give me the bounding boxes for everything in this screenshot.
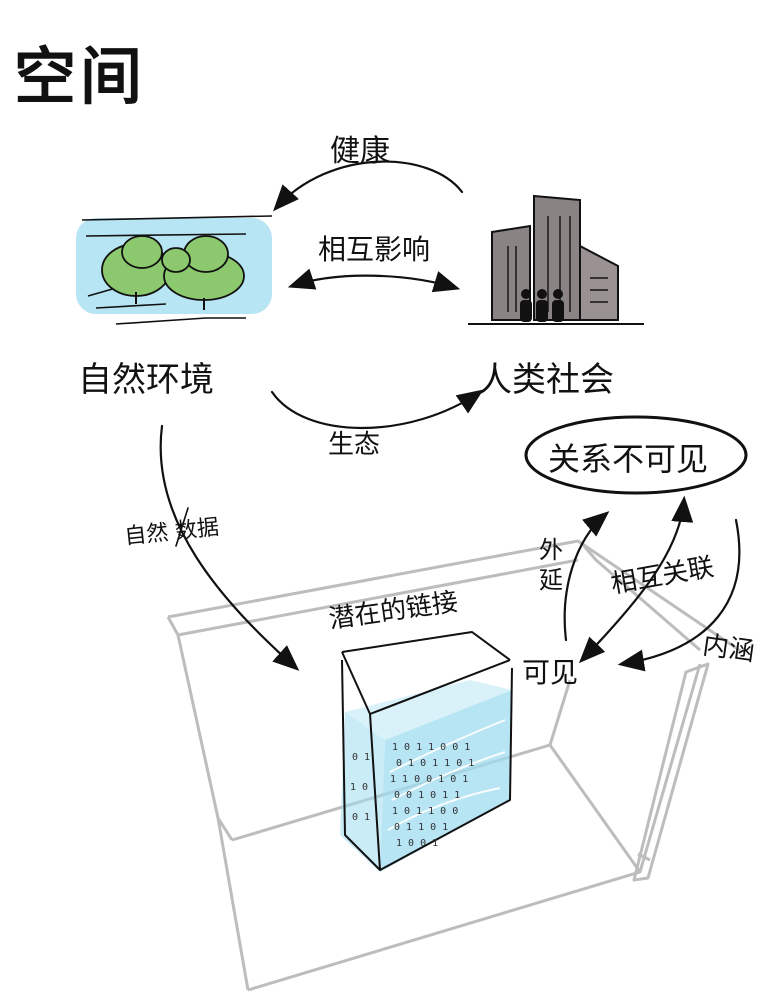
- svg-text:0 1 1 0 1: 0 1 1 0 1: [394, 822, 448, 833]
- human-society-label: 人类社会: [478, 360, 614, 400]
- arrow-health: [273, 160, 464, 212]
- svg-text:0 1 0 1 1 0 1: 0 1 0 1 1 0 1: [396, 758, 474, 769]
- nature-environment-icon: [76, 215, 273, 325]
- svg-text:0 1: 0 1: [352, 812, 370, 823]
- arrow-connotation: [617, 518, 741, 672]
- arrow-nature-data: [159, 424, 300, 671]
- arrow-extend: [563, 511, 610, 642]
- invisible-relation-ellipse: [524, 415, 748, 495]
- arrow-ecology: [270, 389, 484, 430]
- svg-text:1 0 0 1: 1 0 0 1: [396, 838, 438, 849]
- nature-environment-label: 自然环境: [78, 360, 214, 400]
- extend-label: 外延: [539, 536, 563, 594]
- potential-links-cube: 1 0 1 1 0 0 1 0 1 0 1 1 0 1 1 1 0 0 1 0 …: [340, 631, 513, 872]
- arrow-mutual-association: [578, 495, 694, 664]
- visible-label: 可见: [522, 656, 579, 689]
- health-label: 健康: [330, 134, 390, 169]
- mutual-influence-label: 相互影响: [318, 233, 431, 266]
- arrow-mutual-influence: [287, 268, 461, 293]
- invisible-relation-label: 关系不可见: [548, 440, 709, 478]
- svg-text:1 0 1 1 0 0 1: 1 0 1 1 0 0 1: [392, 742, 470, 753]
- svg-text:1 0 1 1 0 0: 1 0 1 1 0 0: [392, 806, 458, 817]
- svg-text:1 0: 1 0: [350, 782, 368, 793]
- svg-text:1 1 0 0 1 0 1: 1 1 0 0 1 0 1: [390, 774, 468, 785]
- page-title: 空间: [14, 40, 147, 113]
- human-society-icon: [468, 194, 644, 325]
- svg-text:0 1: 0 1: [352, 752, 370, 763]
- connotation-label: 内涵: [700, 630, 757, 668]
- ecology-label: 生态: [328, 430, 381, 460]
- svg-text:0 0 1 0 1 1: 0 0 1 0 1 1: [394, 790, 460, 801]
